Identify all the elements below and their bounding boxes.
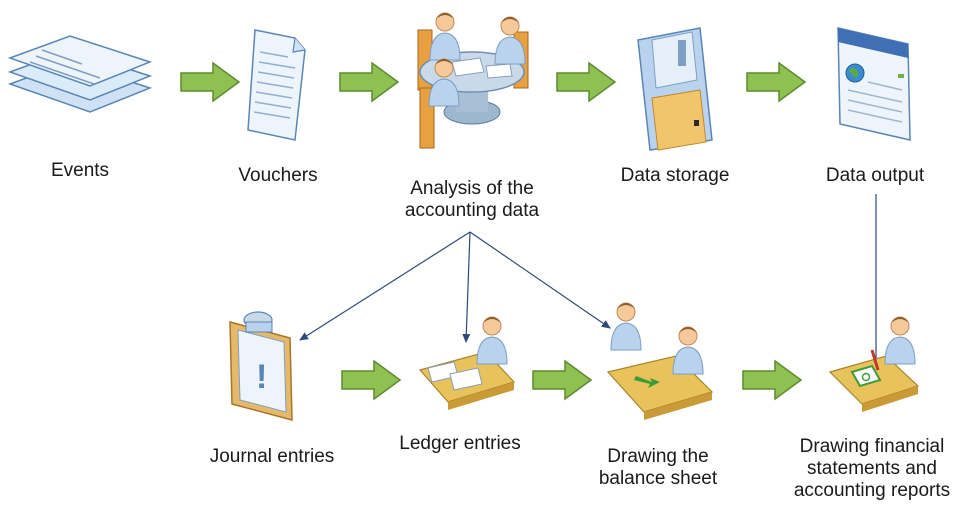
statements-label-line: accounting reports (793, 480, 951, 501)
statements-desk-icon (828, 316, 920, 412)
balance-meeting-icon (606, 302, 714, 420)
connector-to-ledger (462, 231, 471, 343)
meeting-icon (417, 12, 529, 149)
flow-arrow (746, 62, 806, 102)
balance-label-line: Drawing the (607, 446, 709, 467)
statements-label: Drawing financial statements and account… (786, 436, 958, 502)
journal-label: Journal entries (209, 446, 335, 467)
connector-to-balance (469, 231, 611, 329)
storage-label: Data storage (620, 165, 730, 186)
analysis-label-line: Analysis of the (410, 178, 534, 199)
flow-arrow (532, 360, 592, 400)
flow-arrow (341, 360, 401, 400)
output-label: Data output (825, 165, 925, 186)
flow-arrow (339, 62, 399, 102)
floppy-disk-icon (637, 27, 713, 151)
ledger-desk-icon (418, 316, 516, 410)
analysis-label-line: accounting data (404, 200, 540, 221)
connector-to-journal (299, 231, 471, 341)
analysis-label: Analysis of the accounting data (392, 178, 552, 222)
voucher-document-icon (247, 29, 306, 141)
events-label: Events (50, 160, 110, 181)
balance-label-line: balance sheet (598, 468, 718, 489)
svg-text:!: ! (256, 358, 267, 396)
events-icon (7, 35, 153, 113)
flow-arrow (742, 360, 802, 400)
balance-label: Drawing the balance sheet (588, 446, 728, 490)
ledger-label: Ledger entries (399, 433, 521, 454)
flow-arrow (556, 62, 616, 102)
statements-label-line: Drawing financial (799, 436, 945, 457)
browser-window-icon (837, 27, 911, 141)
clipboard-icon: ! (229, 311, 293, 421)
vouchers-label: Vouchers (238, 165, 318, 186)
connector-lines (299, 194, 880, 373)
flow-arrow (180, 62, 240, 102)
statements-label-line: statements and (807, 458, 937, 479)
